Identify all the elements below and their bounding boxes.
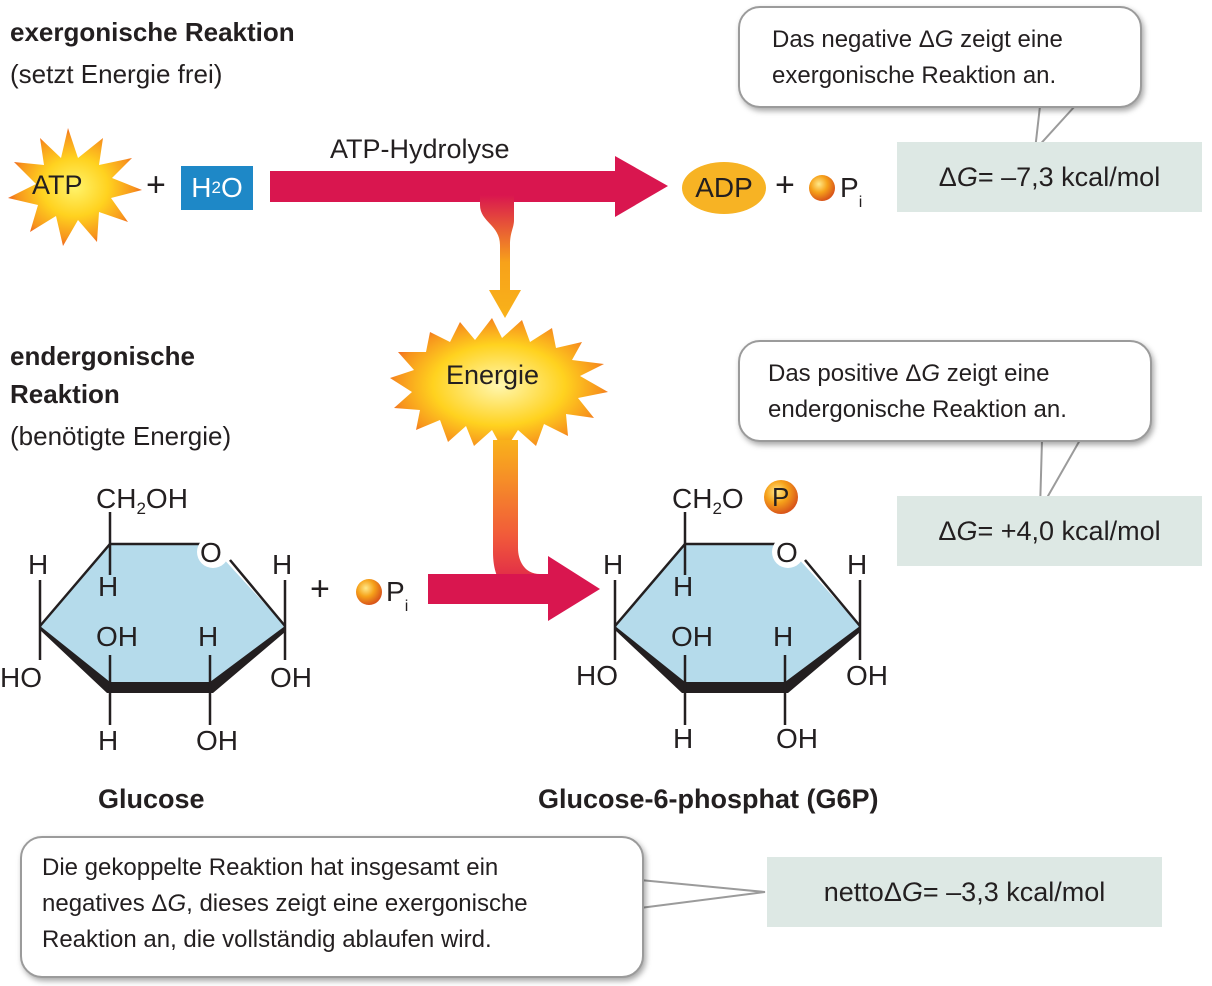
glucose-oh-label: OH [196,725,238,756]
phosphate-ball-icon [809,175,835,201]
g6p-oh-label: OH [671,621,713,652]
speech-bubble-negative-dg: Das negative ΔG zeigt eine exergonische … [738,6,1142,108]
glucose-oh-label: OH [96,621,138,652]
glucose-h-label: H [98,725,119,756]
energy-label: Energie [446,360,540,390]
glucose-ring [38,512,287,725]
g6p-oh-label: OH [846,660,888,691]
bubble-bottom-tail [639,879,766,909]
glucose-ring-oxygen: O [200,537,222,568]
energy-starburst [390,318,608,452]
pi-label: Pi [840,172,863,211]
glucose-h-label: H [28,549,49,580]
atp-hydrolysis-arrow [270,156,668,217]
glucose-oh-label: OH [270,662,312,693]
glucose-h-label: H [272,549,293,580]
atp-label: ATP [32,170,83,200]
g6p-ch2o-label: CH2O [672,483,744,519]
g6p-ring-oxygen: O [776,537,798,568]
energy-flow-connector [480,195,521,318]
g6p-oh-label: OH [776,723,818,754]
endergonic-subtitle: (benötigte Energie) [10,421,232,451]
exergonic-title: exergonische Reaktion [10,17,295,47]
g6p-ho-label: HO [576,660,618,691]
atp-hydrolysis-label: ATP-Hydrolyse [330,134,510,164]
phosphate-ball-icon [356,579,382,605]
g6p-h-label: H [673,723,694,754]
glucose-h-label: H [98,571,119,602]
exergonic-subtitle: (setzt Energie frei) [10,59,223,89]
g6p-name: Glucose-6-phosphat (G6P) [538,784,879,814]
g6p-h-label: H [773,621,794,652]
glucose-ho-label: HO [0,662,42,693]
speech-bubble-positive-dg: Das positive ΔG zeigt eine endergonische… [738,340,1152,442]
glucose-h-label: H [198,621,219,652]
glucose-name: Glucose [98,784,205,814]
g6p-h-label: H [847,549,868,580]
g6p-h-label: H [603,549,624,580]
plus-sign: + [775,166,795,204]
g6p-ring [613,512,862,725]
phosphate-p-icon [764,480,798,514]
pi-label: Pi [386,576,409,615]
plus-sign: + [310,570,330,608]
plus-sign: + [146,166,166,204]
endergonic-title-line1: endergonische [10,341,195,371]
adp-oval: ADP [682,162,766,214]
glucose-ch2oh-label: CH2OH [96,483,188,519]
speech-bubble-coupled-reaction: Die gekoppelte Reaktion hat insgesamt ei… [20,836,644,978]
energy-to-g6p-connector [493,440,540,600]
endergonic-title-line2: Reaktion [10,379,120,409]
atp-starburst [8,128,142,246]
g6p-h-label: H [673,571,694,602]
g6p-phosphate-p: P [772,482,790,512]
phosphorylation-arrow [428,556,600,621]
